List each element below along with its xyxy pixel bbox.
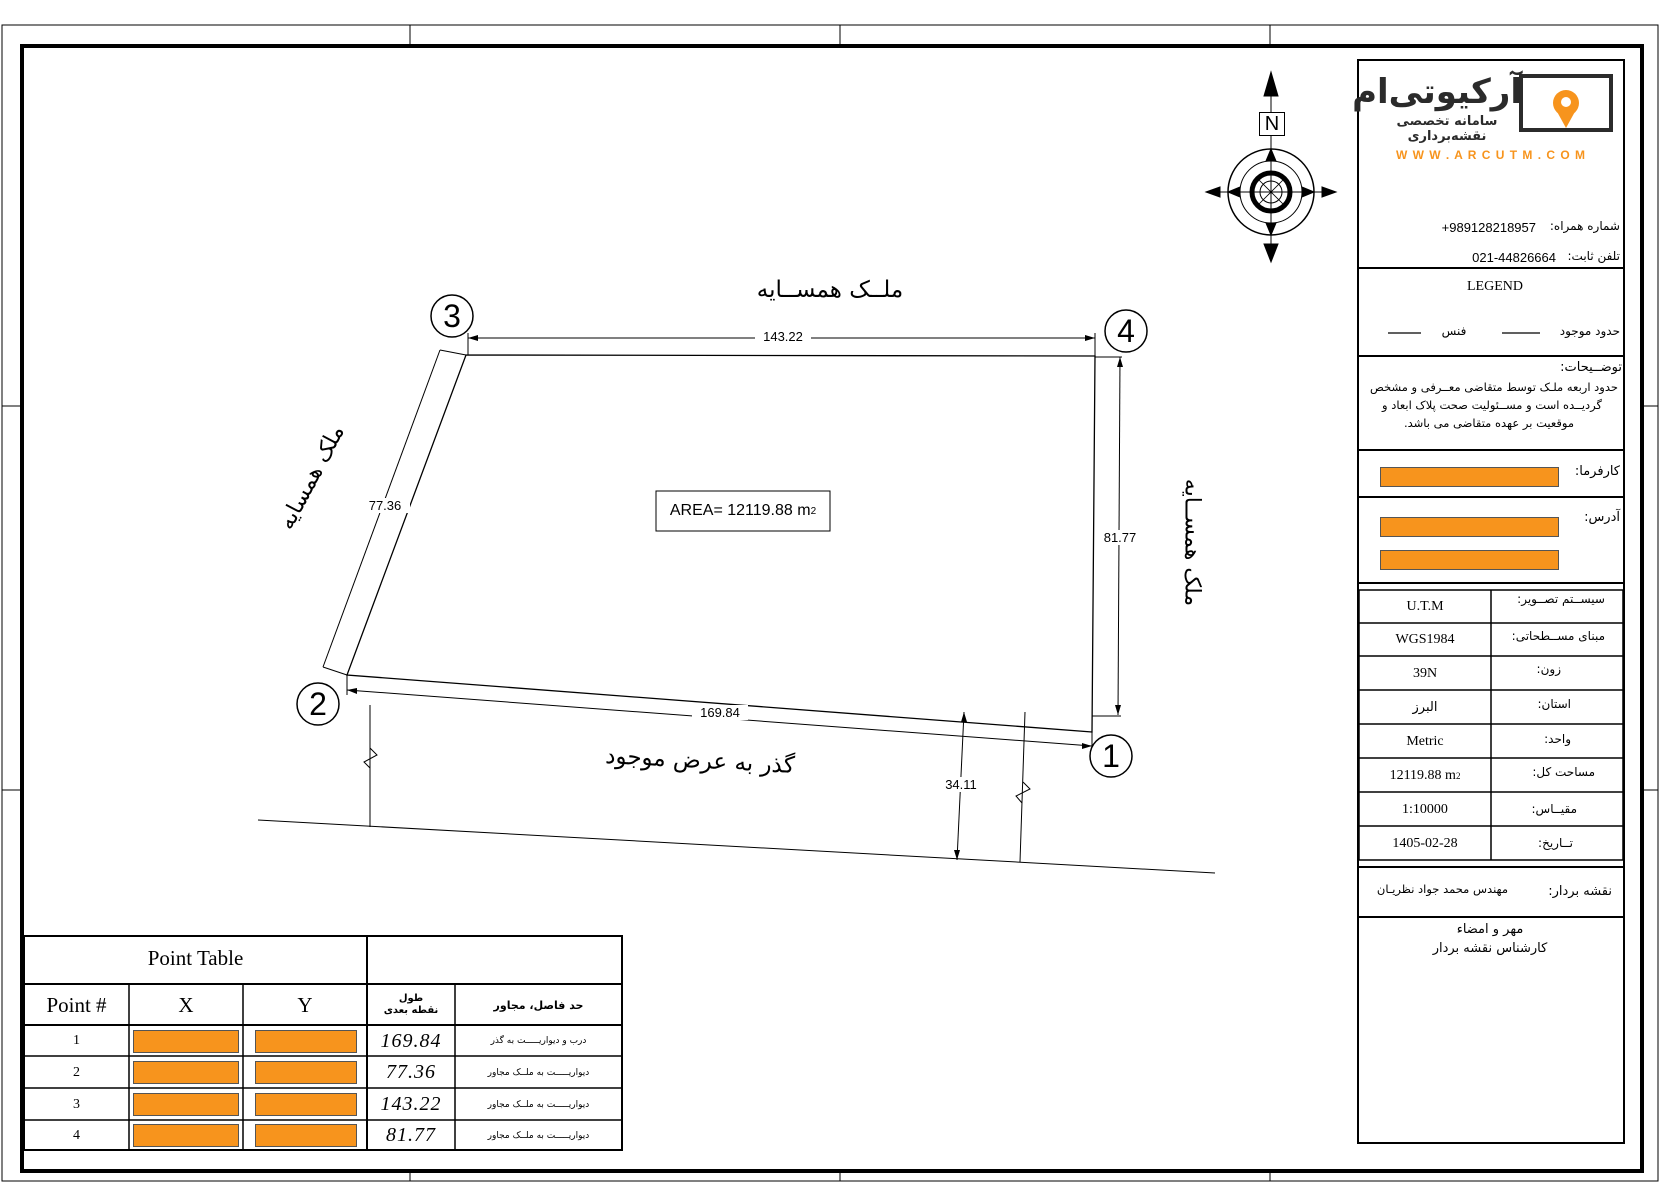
logo-title: آرکیوتی‌ام — [1352, 72, 1522, 112]
notes-line-3: موقعیت بر عهده متقاضی می باشد. — [1403, 416, 1574, 430]
header-boundary: حد فاصل، مجاور — [493, 998, 584, 1012]
break-symbols — [363, 747, 1031, 804]
info-label-scale: مقیــاس: — [1531, 802, 1578, 816]
point-table-title: Point Table — [147, 946, 244, 970]
legend-title: LEGEND — [1467, 279, 1523, 294]
address-label: آدرس: — [1584, 510, 1620, 525]
header-y: Y — [297, 992, 313, 1017]
surveyor-label: نقشه بردار: — [1548, 884, 1612, 899]
info-value-unit: Metric — [1406, 733, 1444, 749]
north-arrow-icon — [1204, 70, 1338, 264]
phone-label: تلفن ثابت: — [1567, 249, 1621, 263]
row-3-y-redacted — [255, 1093, 357, 1116]
row-2-y-redacted — [255, 1061, 357, 1084]
surveyor-name: مهندس محمد جواد نظریـان — [1376, 882, 1508, 896]
row-3-length: 143.22 — [380, 1093, 442, 1115]
edge-bottom-length: 169.84 — [692, 705, 748, 720]
info-value-zone: 39N — [1412, 665, 1438, 681]
row-1-x-redacted — [133, 1030, 239, 1053]
address-redacted-1 — [1380, 517, 1559, 537]
row-2-point: 2 — [73, 1064, 80, 1080]
info-value-area-number: 12119.88 m — [1389, 767, 1456, 783]
notes-title: توضــیحات: — [1560, 360, 1622, 375]
row-3-point: 3 — [73, 1096, 80, 1112]
dimension-arrows — [347, 335, 1123, 860]
parcel-polygon — [346, 354, 1096, 733]
row-1-boundary: درب و دیواریـــــت به گذر — [490, 1036, 587, 1046]
info-label-province: استان: — [1537, 697, 1571, 711]
edge-right-length: 81.77 — [1095, 530, 1145, 545]
row-1-y-redacted — [255, 1030, 357, 1053]
title-block-frame — [1357, 59, 1625, 1144]
info-value-projection: U.T.M — [1406, 599, 1444, 614]
mobile-label: شماره همراه: — [1549, 219, 1620, 233]
mobile-value: +989128218957 — [1441, 220, 1536, 235]
seal-line-2: کارشناس نقشه بردار — [1432, 941, 1548, 956]
legend-existing: حدود موجود — [1559, 324, 1620, 338]
info-value-province: البرز — [1412, 700, 1438, 715]
row-3-x-redacted — [133, 1093, 239, 1116]
area-unit-exponent: 2 — [810, 505, 817, 517]
row-1-length: 169.84 — [380, 1029, 442, 1052]
row-2-length: 77.36 — [386, 1061, 436, 1083]
point-table-frame — [23, 935, 623, 1151]
row-4-boundary: دیواریـــــت به ملــک مجاور — [487, 1130, 590, 1141]
info-label-zone: زون: — [1536, 662, 1561, 676]
row-1-point: 1 — [73, 1033, 80, 1048]
info-value-date: 1405-02-28 — [1392, 835, 1458, 851]
address-redacted-2 — [1380, 550, 1559, 570]
edge-left-length: 77.36 — [360, 498, 410, 513]
dimension-lines — [257, 333, 1216, 874]
row-3-boundary: دیواریـــــت به ملــک مجاور — [487, 1099, 590, 1110]
website-url[interactable]: W W W . A R C U T M . C O M — [1395, 148, 1587, 162]
row-2-boundary: دیواریـــــت به ملــک مجاور — [487, 1067, 590, 1078]
info-label-unit: واحد: — [1544, 732, 1571, 746]
corner-1-label: 1 — [1102, 737, 1120, 774]
corner-2-label: 2 — [309, 685, 327, 722]
corner-4-label: 4 — [1117, 312, 1135, 349]
logo-subtitle: سامانه تخصصی نقشه‌برداری — [1396, 114, 1498, 144]
info-value-area-exponent: 2 — [1455, 770, 1461, 781]
row-4-length: 81.77 — [386, 1124, 436, 1146]
info-label-datum: مبنای مســطحاتی: — [1511, 629, 1605, 643]
header-x: X — [178, 992, 194, 1017]
row-2-x-redacted — [133, 1061, 239, 1084]
info-value-datum: WGS1984 — [1395, 632, 1455, 647]
info-label-area: مساحت کل: — [1532, 765, 1595, 779]
notes-line-2: گردیــده است و مســئولیت صحت پلاک ابعاد … — [1382, 398, 1602, 412]
outer-frame — [1, 24, 1659, 1182]
area-value: AREA= 12119.88 m — [669, 502, 811, 519]
area-box — [655, 490, 831, 532]
header-point: Point # — [46, 992, 107, 1017]
company-logo — [1519, 74, 1613, 132]
info-label-projection: سیســتم تصــویر: — [1517, 592, 1605, 606]
client-redacted — [1380, 467, 1559, 487]
row-4-y-redacted — [255, 1124, 357, 1147]
info-value-scale: 1:10000 — [1402, 801, 1448, 817]
road-width-length: 34.11 — [936, 777, 986, 792]
row-4-point: 4 — [73, 1127, 80, 1143]
corner-markers — [296, 294, 1148, 778]
neighbor-top-label: ملــک همســایه — [756, 277, 904, 303]
row-4-x-redacted — [133, 1124, 239, 1147]
corner-3-label: 3 — [443, 297, 461, 334]
legend-fence: فنس — [1441, 324, 1467, 338]
client-label: کارفرما: — [1574, 464, 1620, 479]
notes-line-1: حدود اربعه ملـک توسط متقاضی معــرفی و مش… — [1369, 380, 1618, 394]
info-label-date: تــاریخ: — [1538, 836, 1573, 850]
neighbor-right-label: ملک همســایه — [1179, 478, 1205, 607]
seal-line-1: مهر و امضاء — [1456, 922, 1524, 937]
edge-top-length: 143.22 — [755, 329, 811, 344]
header-length: طول نقطه بعدی — [383, 993, 439, 1016]
phone-value: 021-44826664 — [1472, 250, 1556, 265]
north-letter: N — [1259, 112, 1285, 136]
